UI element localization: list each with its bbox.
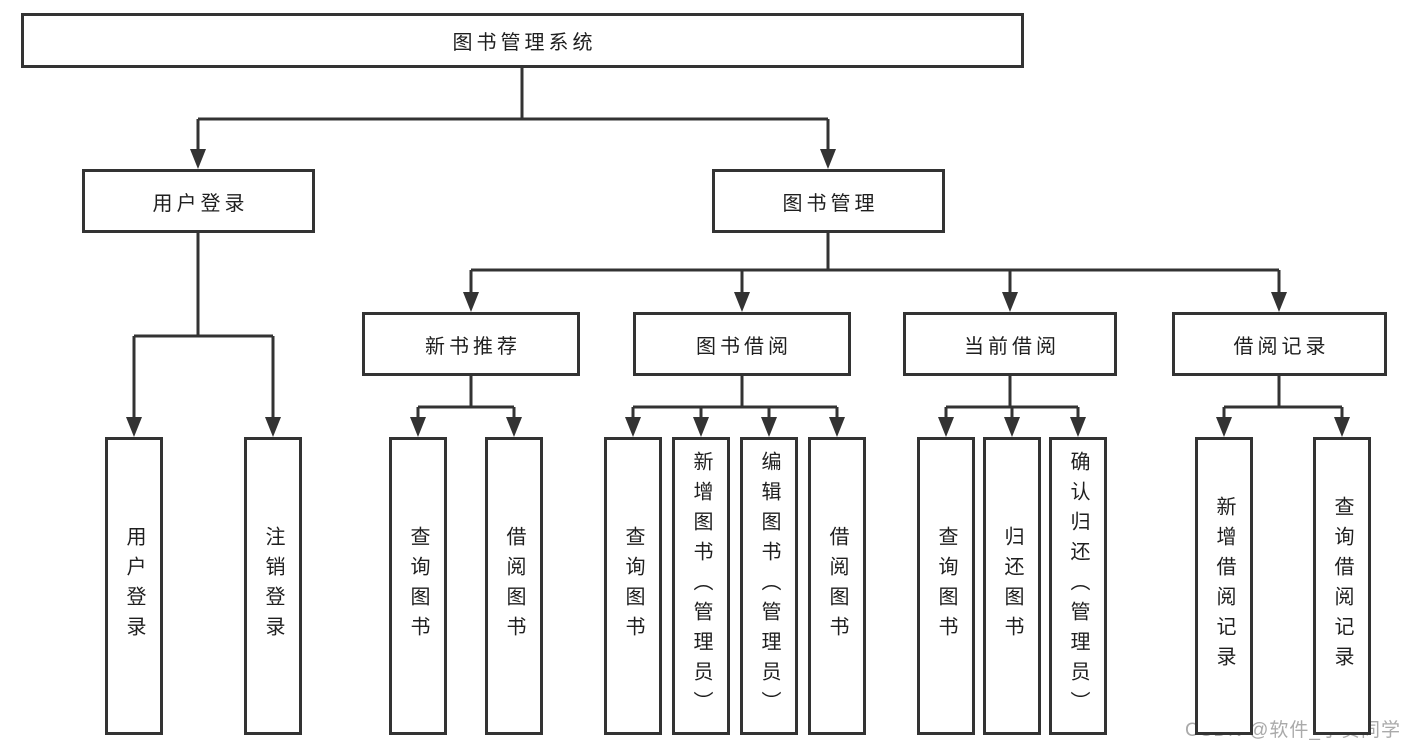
node-label-add-book-admin: 新增图书（管理员）: [690, 451, 712, 721]
connector: [631, 376, 839, 419]
arrowhead-icon: [1002, 292, 1018, 312]
node-borrow-record: 借阅记录: [1172, 312, 1387, 376]
arrowhead-icon: [693, 417, 709, 437]
node-add-book-admin: 新增图书（管理员）: [672, 437, 730, 735]
node-label-query-borrow-record: 查询借阅记录: [1331, 496, 1353, 676]
node-book-management: 图书管理: [712, 169, 945, 233]
node-label-login-action: 用户登录: [123, 526, 145, 646]
node-label-user-login: 用户登录: [152, 192, 249, 215]
node-label-add-borrow-record: 新增借阅记录: [1213, 496, 1235, 676]
node-edit-book-admin: 编辑图书（管理员）: [740, 437, 798, 735]
node-label-borrow-book-1: 借阅图书: [503, 526, 525, 646]
node-user-login: 用户登录: [82, 169, 315, 233]
node-label-return-book: 归还图书: [1001, 526, 1023, 646]
connector: [416, 376, 516, 419]
arrowhead-icon: [126, 417, 142, 437]
node-add-borrow-record: 新增借阅记录: [1195, 437, 1253, 735]
node-label-new-book-recommend: 新书推荐: [425, 335, 521, 358]
arrowhead-icon: [734, 292, 750, 312]
node-logout-action: 注销登录: [244, 437, 302, 735]
node-new-book-recommend: 新书推荐: [362, 312, 580, 376]
node-login-action: 用户登录: [105, 437, 163, 735]
node-label-borrow-book-2: 借阅图书: [826, 526, 848, 646]
node-confirm-return-admin: 确认归还（管理员）: [1049, 437, 1107, 735]
node-return-book: 归还图书: [983, 437, 1041, 735]
node-label-query-book-2: 查询图书: [622, 526, 644, 646]
arrowhead-icon: [829, 417, 845, 437]
node-book-borrow: 图书借阅: [633, 312, 851, 376]
node-system: 图书管理系统: [21, 13, 1024, 68]
connector: [196, 68, 830, 151]
connector: [469, 233, 1281, 294]
node-query-book-2: 查询图书: [604, 437, 662, 735]
node-label-book-management: 图书管理: [782, 192, 879, 215]
arrowhead-icon: [190, 149, 206, 169]
arrowhead-icon: [265, 417, 281, 437]
node-label-logout-action: 注销登录: [262, 526, 284, 646]
connector: [1222, 376, 1344, 419]
node-label-query-book-3: 查询图书: [935, 526, 957, 646]
arrowhead-icon: [761, 417, 777, 437]
arrowhead-icon: [410, 417, 426, 437]
arrowhead-icon: [938, 417, 954, 437]
arrowhead-icon: [820, 149, 836, 169]
node-current-borrow: 当前借阅: [903, 312, 1117, 376]
node-label-book-borrow: 图书借阅: [696, 335, 792, 358]
connector: [944, 376, 1080, 419]
arrowhead-icon: [625, 417, 641, 437]
node-query-borrow-record: 查询借阅记录: [1313, 437, 1371, 735]
node-query-book-1: 查询图书: [389, 437, 447, 735]
arrowhead-icon: [1216, 417, 1232, 437]
node-label-borrow-record: 借阅记录: [1233, 335, 1330, 358]
node-borrow-book-2: 借阅图书: [808, 437, 866, 735]
node-query-book-3: 查询图书: [917, 437, 975, 735]
node-label-system: 图书管理系统: [452, 32, 597, 54]
arrowhead-icon: [1334, 417, 1350, 437]
node-borrow-book-1: 借阅图书: [485, 437, 543, 735]
arrowhead-icon: [1070, 417, 1086, 437]
arrowhead-icon: [1004, 417, 1020, 437]
arrowhead-icon: [1271, 292, 1287, 312]
node-label-query-book-1: 查询图书: [407, 526, 429, 646]
arrowhead-icon: [506, 417, 522, 437]
arrowhead-icon: [463, 292, 479, 312]
node-label-edit-book-admin: 编辑图书（管理员）: [758, 451, 780, 721]
node-label-current-borrow: 当前借阅: [964, 335, 1060, 358]
node-label-confirm-return-admin: 确认归还（管理员）: [1067, 451, 1089, 721]
connector: [132, 233, 275, 419]
